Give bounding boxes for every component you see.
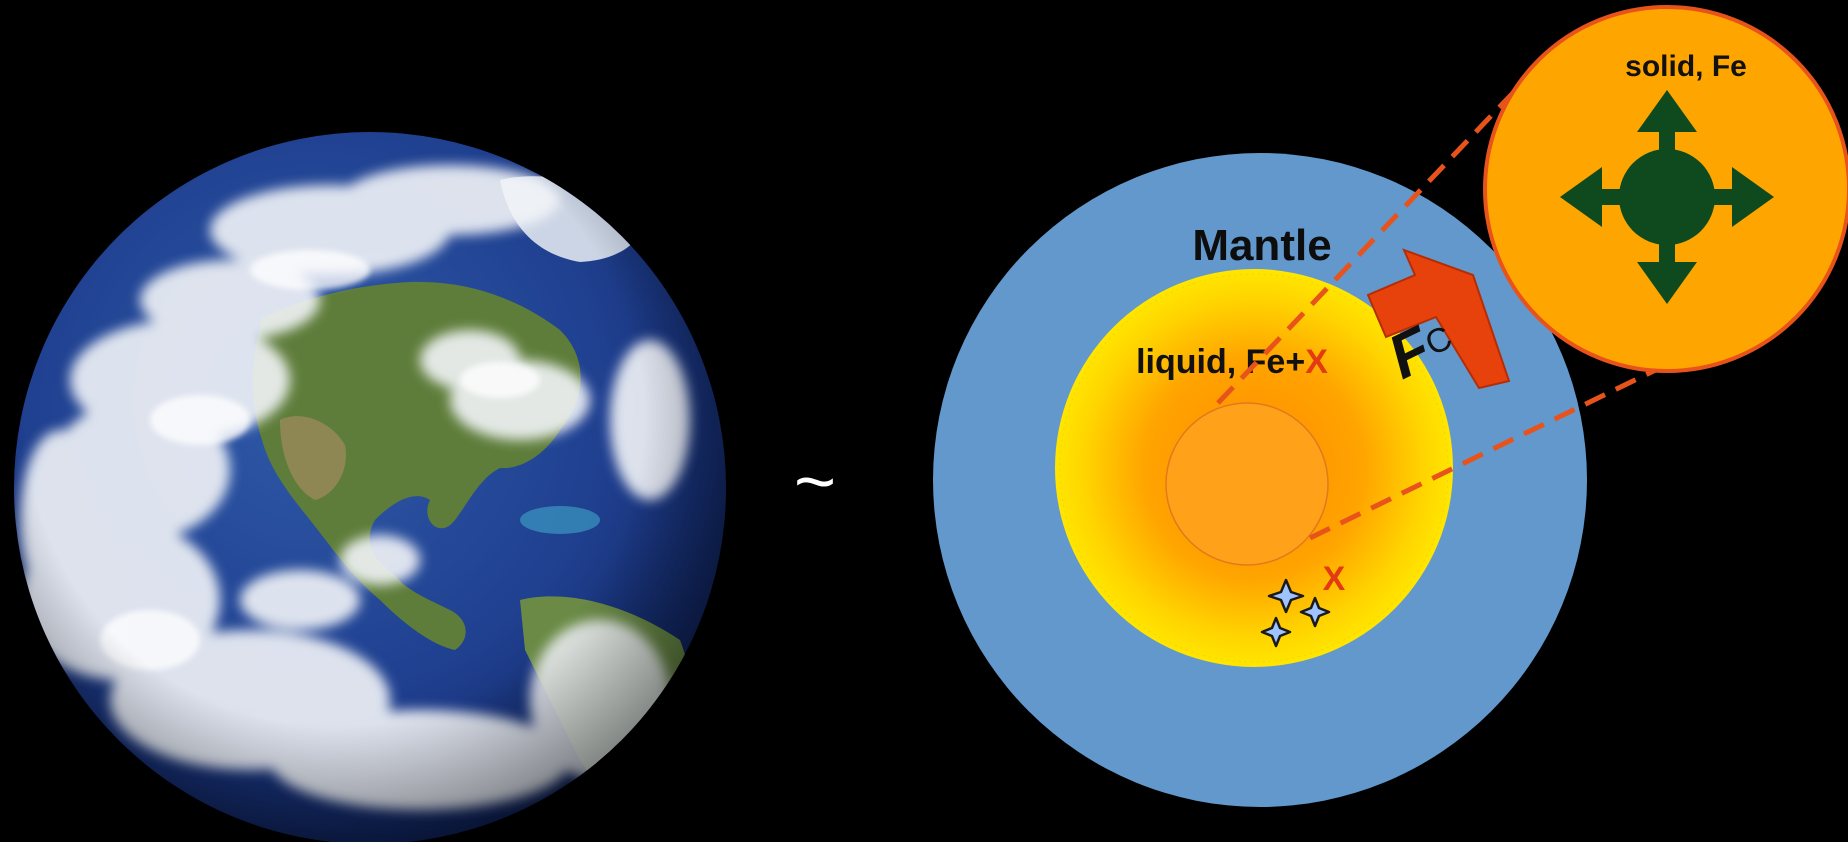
inset-label: solid, Fe	[1625, 50, 1747, 83]
zoom-lines	[1216, 73, 1674, 541]
force-arrow: FC	[1366, 248, 1511, 393]
earth-image	[14, 132, 726, 842]
iron-atom	[1619, 149, 1715, 245]
sparkle-icon	[1260, 578, 1331, 648]
mantle-label: Mantle	[1192, 221, 1331, 270]
core-diagram: Mantle liquid, Fe+X X FC s	[933, 5, 1848, 807]
outer-core-label-x: X	[1305, 343, 1328, 381]
outer-core-label-text: liquid, Fe+	[1136, 343, 1305, 381]
outer-core-label: liquid, Fe+X	[1136, 343, 1328, 381]
outer-core-dashed-outline	[1059, 273, 1449, 663]
iron-atom-expansion-icon	[1560, 90, 1774, 304]
force-arrow-shape	[1366, 248, 1511, 390]
inner-core-circle	[1165, 402, 1329, 566]
earth-shade	[14, 132, 726, 842]
tilde-separator: ~	[794, 442, 836, 522]
impurity-x-label: X	[1323, 560, 1346, 598]
